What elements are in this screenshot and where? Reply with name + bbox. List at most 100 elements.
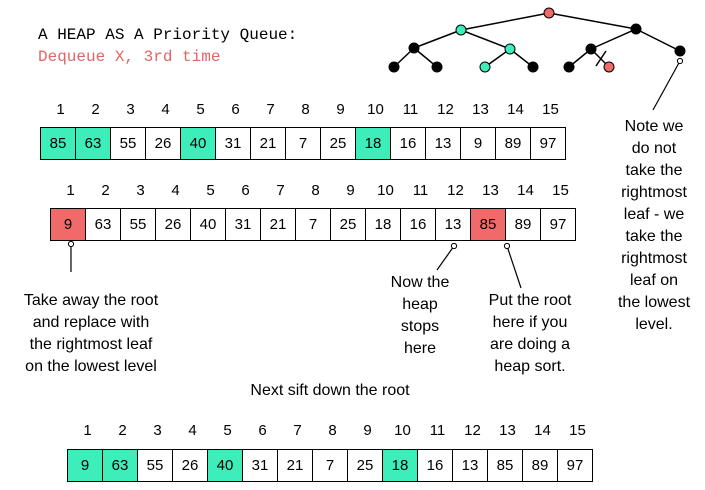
array-cell: 25: [320, 127, 356, 160]
array-cell: 89: [505, 208, 541, 241]
array-index-label: 5: [223, 422, 232, 439]
array-index-label: 4: [188, 422, 197, 439]
note-put-root: Put the root here if you are doing a hea…: [476, 290, 584, 378]
array-index-label: 1: [66, 182, 75, 199]
note-line: do not: [631, 140, 677, 157]
tree-edges: [393, 12, 681, 68]
array-index-label: 2: [118, 422, 127, 439]
note-line: are doing a: [489, 336, 571, 353]
array-cell: 40: [207, 449, 243, 482]
array-cell: 16: [400, 208, 436, 241]
array-cell: 21: [250, 127, 286, 160]
array-index-label: 13: [482, 182, 499, 199]
note-line: the rightmost leaf: [29, 336, 153, 353]
array-index-label: 15: [569, 422, 586, 439]
note-take-away-root: Take away the root and replace with the …: [6, 290, 176, 378]
note-line: leaf - we: [623, 206, 685, 223]
array-index-label: 10: [394, 422, 411, 439]
array-index-label: 9: [336, 101, 345, 118]
array-index-label: 7: [293, 422, 302, 439]
array-index-label: 14: [534, 422, 551, 439]
note-line: take the: [625, 162, 683, 179]
array-index-label: 1: [83, 422, 92, 439]
callout-line-put-root: [506, 245, 522, 289]
array-index-label: 10: [377, 182, 394, 199]
tree-node: [479, 61, 491, 73]
page-title: A HEAP AS A Priority Queue:: [38, 26, 298, 44]
tree-node: [388, 61, 400, 73]
array-cell: 26: [145, 127, 181, 160]
array-cell: 55: [137, 449, 173, 482]
array-cell: 21: [260, 208, 296, 241]
array-cell: 7: [312, 449, 348, 482]
array-index-label: 2: [91, 101, 100, 118]
note-line: the lowest: [617, 294, 691, 311]
note-line: heap: [402, 296, 438, 313]
array-cell: 7: [285, 127, 321, 160]
array-index-label: 5: [196, 101, 205, 118]
tree-edge: [548, 12, 637, 30]
tree-node: [455, 24, 467, 36]
note-line: heap sort.: [494, 358, 566, 375]
note-line: Note we: [624, 118, 684, 135]
note-line: here: [403, 340, 437, 357]
note-sift-down: Next sift down the root: [250, 382, 410, 399]
note-line: and replace with: [32, 314, 150, 331]
tree-nodes: [388, 7, 686, 73]
callout-dot: [503, 242, 511, 250]
callout-dot: [676, 57, 684, 65]
tree-node: [563, 61, 575, 73]
note-line: level.: [635, 316, 673, 333]
page-subtitle: Dequeue X, 3rd time: [38, 48, 221, 66]
note-line: on the lowest level: [25, 358, 157, 375]
array-index-label: 13: [499, 422, 516, 439]
array-index-label: 9: [346, 182, 355, 199]
tree-edge: [460, 12, 550, 31]
array-index-label: 11: [412, 182, 429, 199]
array-cell: 85: [487, 449, 523, 482]
array-cell: 9: [50, 208, 86, 241]
array-index-label: 3: [126, 101, 135, 118]
array-cell: 16: [417, 449, 453, 482]
array-index-label: 13: [472, 101, 489, 118]
tree-node: [630, 23, 642, 35]
array-index-label: 4: [161, 101, 170, 118]
array-index-label: 12: [464, 422, 481, 439]
note-line: stops: [400, 318, 440, 335]
array-cell: 89: [522, 449, 558, 482]
array-index-label: 3: [136, 182, 145, 199]
note-line: take the: [625, 228, 683, 245]
array-index-label: 5: [206, 182, 215, 199]
array-cell: 97: [530, 127, 566, 160]
tree-edge: [635, 28, 681, 52]
array-cell: 97: [540, 208, 576, 241]
callout-lines: [70, 60, 681, 289]
array-cell: 85: [40, 127, 76, 160]
array-cell: 18: [365, 208, 401, 241]
array-cell: 55: [120, 208, 156, 241]
array-cell: 16: [390, 127, 426, 160]
array-cell: 55: [110, 127, 146, 160]
note-line: rightmost: [621, 184, 687, 201]
array-index-label: 15: [542, 101, 559, 118]
array-cell: 31: [215, 127, 251, 160]
array-cell: 9: [67, 449, 103, 482]
array-index-label: 14: [517, 182, 534, 199]
callout-dot: [450, 242, 458, 250]
array-cell: 25: [330, 208, 366, 241]
note-rightmost-leaf: Note we do not take the rightmost leaf -…: [607, 116, 701, 336]
callout-line-note: [652, 60, 681, 111]
array-cell: 31: [242, 449, 278, 482]
array-cell: 18: [382, 449, 418, 482]
array-cell: 31: [225, 208, 261, 241]
tree-node: [504, 43, 516, 55]
array-cell: 89: [495, 127, 531, 160]
array-index-label: 12: [437, 101, 454, 118]
array-cell: 63: [85, 208, 121, 241]
removed-edge-cross: [595, 50, 607, 67]
array-index-label: 10: [367, 101, 384, 118]
array-cell: 40: [190, 208, 226, 241]
